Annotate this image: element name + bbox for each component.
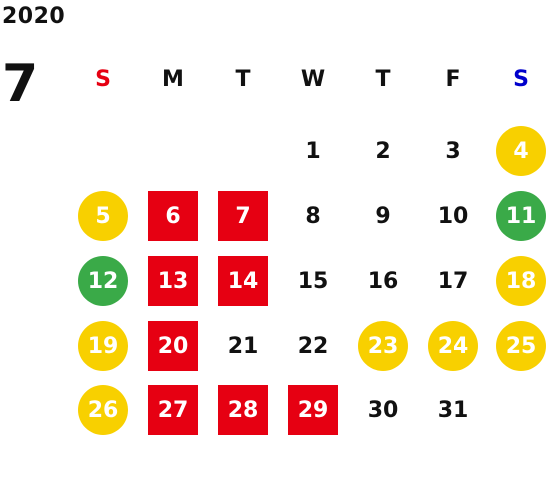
day-cell-15[interactable]: 15	[297, 268, 329, 294]
weekday-saturday: S	[513, 67, 529, 92]
day-cell-19[interactable]: 19	[78, 321, 128, 371]
weekday-tuesday: T	[235, 67, 251, 92]
day-cell-10[interactable]: 10	[437, 203, 469, 229]
day-cell-1[interactable]: 1	[305, 138, 321, 164]
day-cell-8[interactable]: 8	[305, 203, 321, 229]
day-cell-16[interactable]: 16	[367, 268, 399, 294]
month-number: 7	[2, 54, 39, 114]
day-cell-22[interactable]: 22	[297, 333, 329, 359]
day-cell-30[interactable]: 30	[367, 397, 399, 423]
day-cell-25[interactable]: 25	[496, 321, 546, 371]
day-cell-3[interactable]: 3	[445, 138, 461, 164]
weekday-wednesday: W	[300, 67, 326, 92]
day-cell-9[interactable]: 9	[375, 203, 391, 229]
day-cell-6[interactable]: 6	[148, 191, 198, 241]
day-cell-4[interactable]: 4	[496, 126, 546, 176]
day-cell-11[interactable]: 11	[496, 191, 546, 241]
weekday-thursday: T	[375, 67, 391, 92]
weekday-sunday: S	[95, 67, 111, 92]
day-cell-17[interactable]: 17	[437, 268, 469, 294]
day-cell-7[interactable]: 7	[218, 191, 268, 241]
weekday-monday: M	[162, 67, 184, 92]
day-cell-12[interactable]: 12	[78, 256, 128, 306]
day-cell-29[interactable]: 29	[288, 385, 338, 435]
day-cell-24[interactable]: 24	[428, 321, 478, 371]
weekday-friday: F	[445, 67, 461, 92]
day-cell-28[interactable]: 28	[218, 385, 268, 435]
day-cell-2[interactable]: 2	[375, 138, 391, 164]
day-cell-31[interactable]: 31	[437, 397, 469, 423]
day-cell-27[interactable]: 27	[148, 385, 198, 435]
day-cell-21[interactable]: 21	[227, 333, 259, 359]
day-cell-23[interactable]: 23	[358, 321, 408, 371]
day-cell-18[interactable]: 18	[496, 256, 546, 306]
year-label: 2020	[2, 4, 66, 29]
day-cell-14[interactable]: 14	[218, 256, 268, 306]
day-cell-5[interactable]: 5	[78, 191, 128, 241]
day-cell-26[interactable]: 26	[78, 385, 128, 435]
day-cell-13[interactable]: 13	[148, 256, 198, 306]
day-cell-20[interactable]: 20	[148, 321, 198, 371]
